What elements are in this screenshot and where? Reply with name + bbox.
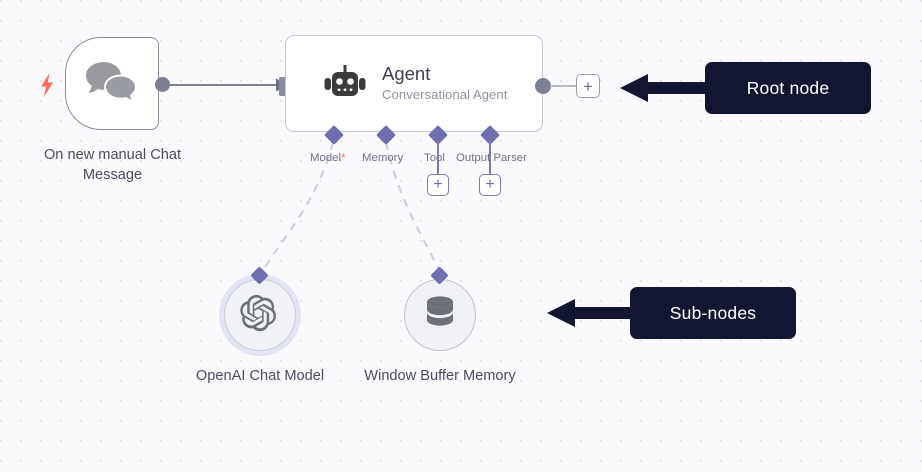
trigger-output-port[interactable] (155, 77, 170, 92)
add-node-button[interactable]: + (576, 74, 600, 98)
port-diamond-icon (376, 125, 396, 145)
robot-icon (323, 62, 367, 106)
add-tool-button[interactable]: + (427, 174, 449, 196)
agent-node-title: Agent (382, 63, 431, 84)
add-output-parser-button[interactable]: + (479, 174, 501, 196)
required-marker: * (341, 152, 346, 164)
tool-port-stem (437, 140, 439, 174)
output-parser-port-stem (489, 140, 491, 174)
annotation-label-root-node: Root node (705, 62, 871, 114)
trigger-node-chat[interactable] (65, 37, 159, 130)
agent-node[interactable]: Agent Conversational Agent (285, 35, 543, 132)
agent-port-memory[interactable] (376, 125, 396, 145)
annotation-arrow-root-node (620, 74, 713, 102)
annotation-arrow-sub-nodes (547, 299, 640, 327)
sub-node-body[interactable] (224, 279, 296, 351)
agent-port-memory-label: Memory (362, 152, 404, 164)
sub-node-label: Window Buffer Memory (364, 368, 516, 384)
main-connection-edge[interactable] (168, 77, 288, 93)
port-diamond-icon (324, 125, 344, 145)
agent-node-subtitle: Conversational Agent (382, 87, 508, 102)
sub-node-body[interactable] (404, 279, 476, 351)
openai-logo-icon (240, 293, 280, 338)
agent-output-stub (550, 85, 576, 87)
agent-port-output-parser-label: Output Parser (456, 152, 527, 164)
sub-node-label: OpenAI Chat Model (195, 368, 325, 384)
database-icon (422, 294, 458, 337)
agent-port-model-label: Model* (310, 152, 345, 164)
trigger-node-label: On new manual Chat Message (43, 147, 182, 183)
agent-input-port[interactable] (279, 77, 288, 96)
agent-output-port[interactable] (535, 78, 551, 94)
chat-bubbles-icon (85, 61, 139, 106)
agent-port-model[interactable] (324, 125, 344, 145)
annotation-label-sub-nodes: Sub-nodes (630, 287, 796, 339)
lightning-bolt-icon (38, 72, 56, 98)
agent-port-tool-label: Tool (424, 152, 445, 164)
port-label-text: Model (310, 152, 342, 164)
